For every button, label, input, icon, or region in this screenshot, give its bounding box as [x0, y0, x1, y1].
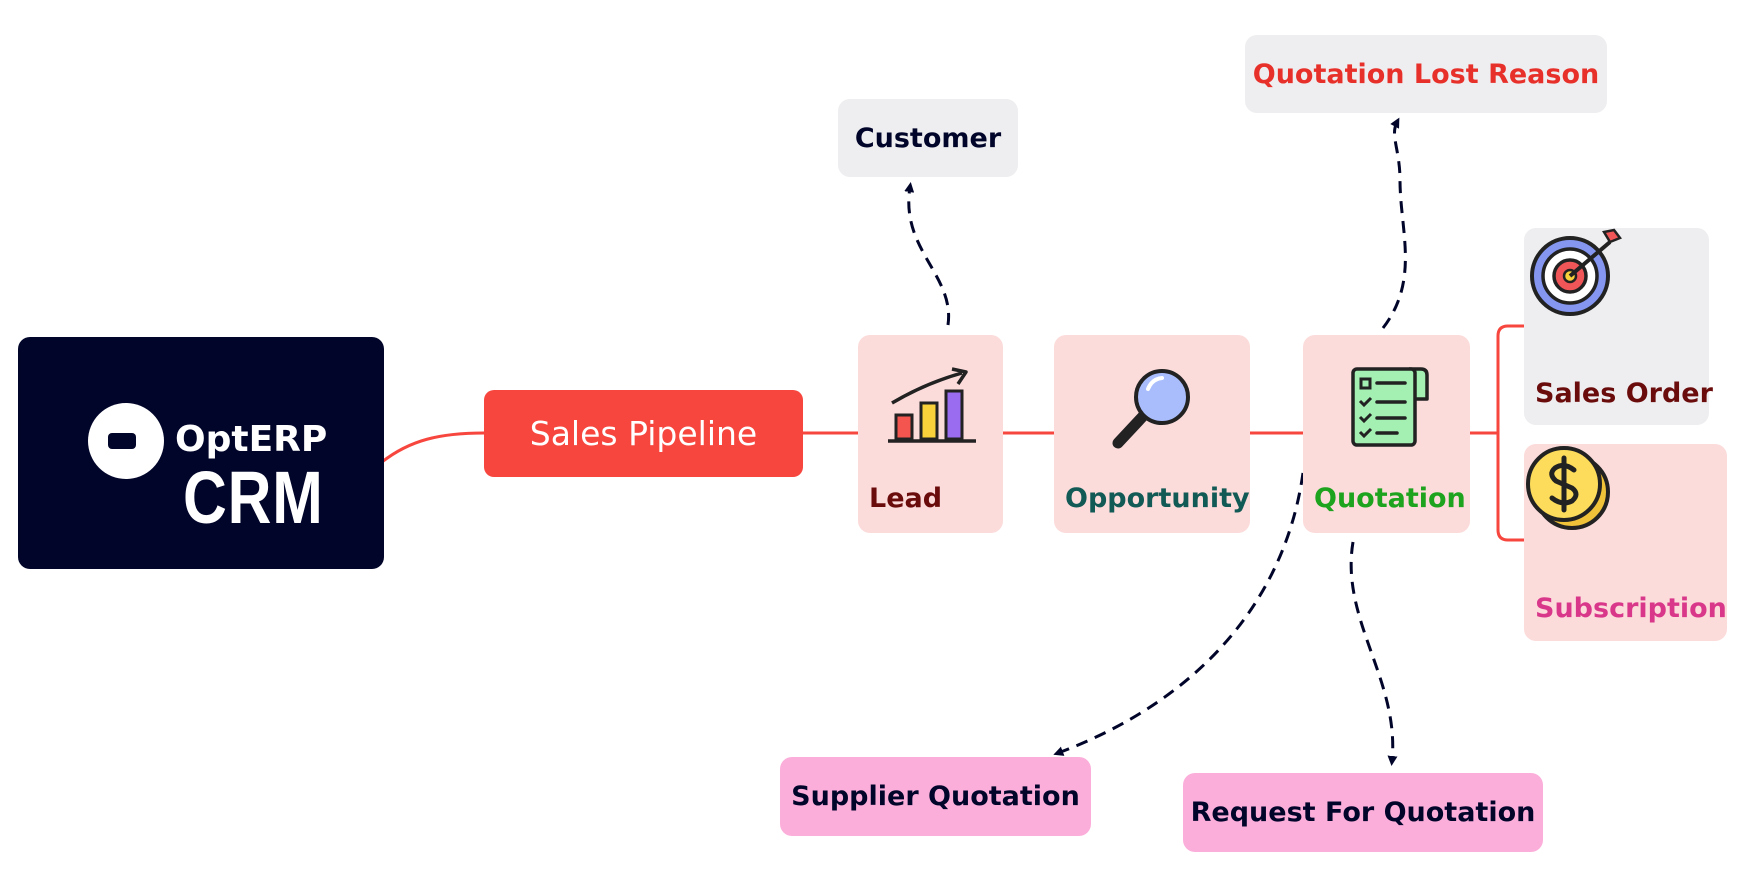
logo-to-pipeline-line: [381, 431, 485, 464]
request-for-quotation-node: Request For Quotation: [1183, 773, 1543, 852]
lead-label: Lead: [869, 483, 943, 514]
logo-brand-name: OptERP: [175, 419, 328, 460]
customer-node: Customer: [838, 99, 1018, 177]
opportunity-label: Opportunity: [1065, 483, 1250, 514]
supplier-quotation-node: Supplier Quotation: [780, 757, 1091, 836]
lead-stage-node: Lead: [858, 335, 1003, 533]
opterp-crm-logo: OptERP CRM: [18, 337, 384, 569]
magnifier-icon: [1112, 369, 1190, 449]
opterp-logo-icon: [88, 403, 164, 479]
target-arrow-icon: [1530, 228, 1622, 316]
checklist-document-icon: [1351, 367, 1429, 447]
bar-chart-growth-icon: [888, 367, 976, 443]
dollar-coin-icon: [1526, 446, 1610, 530]
quotation-branch-bracket: [1470, 324, 1524, 542]
sales-pipeline-node: Sales Pipeline: [484, 390, 803, 477]
opportunity-stage-node: Opportunity: [1054, 335, 1250, 533]
quotation-lost-reason-node: Quotation Lost Reason: [1245, 35, 1607, 113]
logo-product-name: CRM: [183, 456, 324, 539]
subscription-label: Subscription: [1535, 593, 1727, 624]
sales-order-label: Sales Order: [1535, 378, 1713, 409]
quotation-to-rfq-arrow: [1349, 541, 1398, 766]
sales-order-node: Sales Order: [1524, 228, 1713, 425]
sales-pipeline-label: Sales Pipeline: [529, 414, 758, 453]
lead-to-customer-arrow: [904, 182, 951, 326]
quotation-label: Quotation: [1314, 483, 1466, 514]
subscription-node: Subscription: [1524, 444, 1727, 641]
quotation-to-lost-reason-arrow: [1381, 117, 1407, 329]
quotation-stage-node: Quotation: [1303, 335, 1470, 533]
quotation-to-supplier-quotation-arrow: [1053, 472, 1305, 756]
